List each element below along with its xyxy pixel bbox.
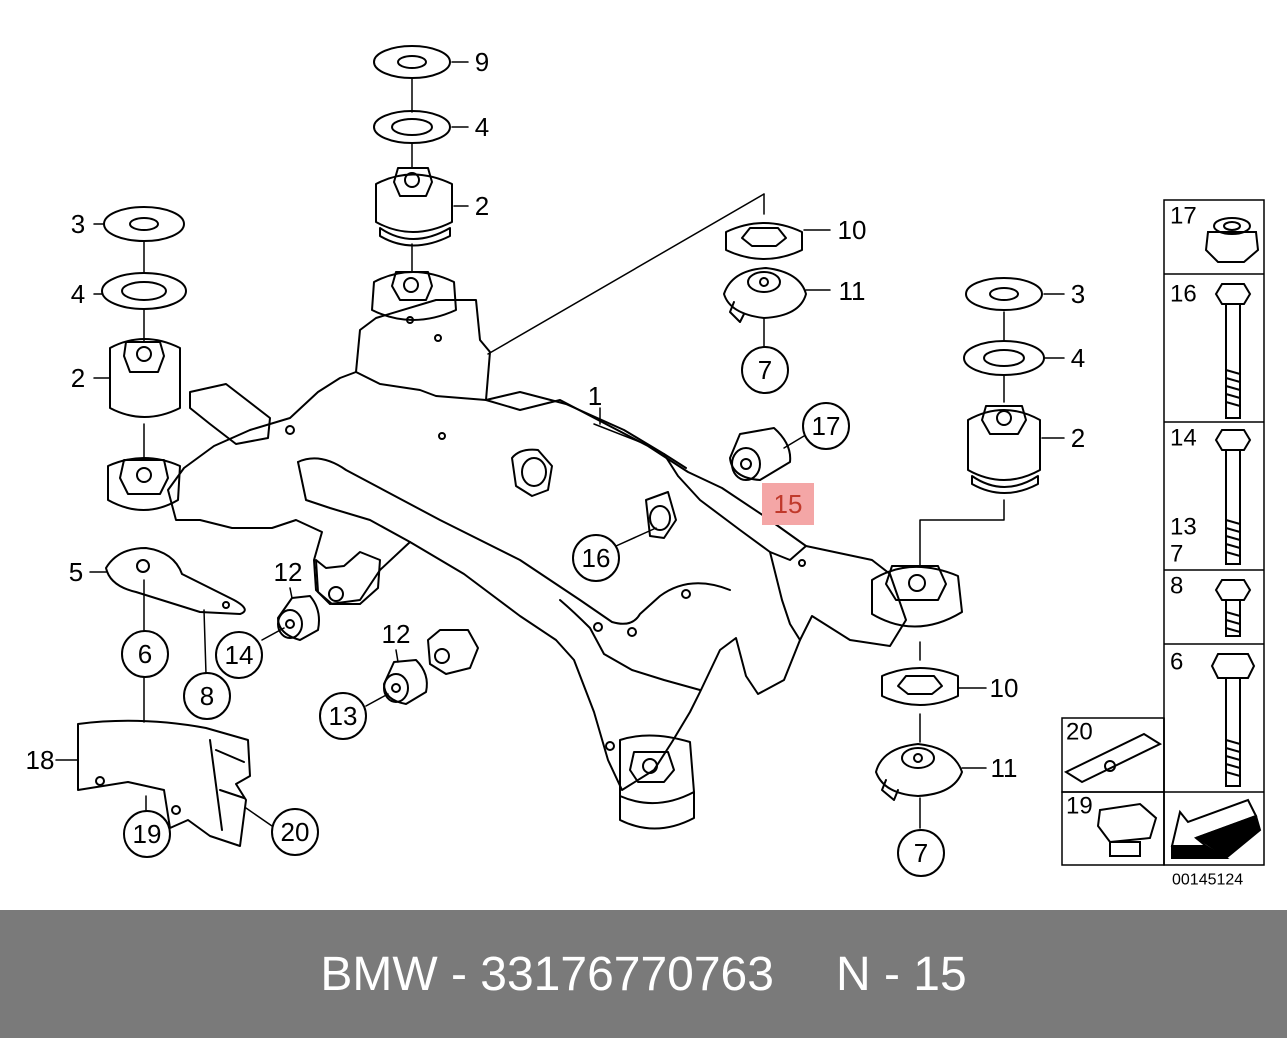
callout-17[interactable]: 17 [812,411,841,441]
washer-3-left [103,206,185,242]
stop-plate-11-bottom [875,743,963,801]
callout-6[interactable]: 6 [138,639,152,669]
subframe-mount-top [371,271,457,321]
callout-9[interactable]: 9 [475,47,489,77]
sidebar-label-20[interactable]: 20 [1066,719,1093,746]
bushing-14 [277,595,320,641]
callout-4[interactable]: 4 [1071,343,1085,373]
callout-5[interactable]: 5 [69,557,83,587]
callout-12[interactable]: 12 [274,557,303,587]
bushing-13 [383,659,428,705]
sidebar-label-7[interactable]: 7 [1170,541,1183,568]
callout-19[interactable]: 19 [133,819,162,849]
callout-4[interactable]: 4 [475,112,489,142]
subframe-mount-left [107,457,181,511]
mount-plate-10-top [725,222,803,260]
washer-3-right [965,277,1043,311]
rear-subframe-1 [167,299,963,830]
mount-plate-10-bottom [881,667,959,706]
arrow-icon [1170,798,1262,859]
callout-14[interactable]: 14 [225,640,254,670]
sidebar-part-drawings [1063,217,1262,859]
callout-10[interactable]: 10 [990,673,1019,703]
callout-labels: 9 4 2 3 4 2 5 6 8 18 19 20 12 14 12 13 1… [26,47,1086,868]
sidebar-labels: 17 16 14 13 7 8 6 20 19 [1066,203,1197,820]
callout-15[interactable]: 15 [774,489,803,519]
rubber-mount-2-left [109,338,181,418]
nut-17-icon [1204,217,1260,263]
parts-diagram: 9 4 2 3 4 2 5 6 8 18 19 20 12 14 12 13 1… [26,45,1265,889]
callout-2[interactable]: 2 [1071,423,1085,453]
callout-11[interactable]: 11 [991,753,1018,783]
bolt-6-icon [1210,653,1256,787]
callout-circles [121,346,945,877]
washer-4-right [963,340,1045,376]
sidebar-label-16[interactable]: 16 [1170,281,1197,308]
callout-16[interactable]: 16 [582,543,611,573]
footer-part-number: BMW - 33176770763 [320,947,774,1001]
callout-2[interactable]: 2 [475,191,489,221]
callout-1[interactable]: 1 [588,381,602,411]
leader-lines [55,61,1065,829]
sidebar-label-19[interactable]: 19 [1066,793,1093,820]
footer-position: N - 15 [835,947,967,1001]
washer-4-top [373,110,451,144]
bolt-14-13-icon [1214,429,1252,565]
fastener-sidebar [1061,199,1265,866]
clip-20-icon [1063,732,1163,784]
callout-20[interactable]: 20 [281,817,310,847]
sidebar-label-14[interactable]: 14 [1170,425,1197,452]
callout-18[interactable]: 18 [26,745,55,775]
callout-3[interactable]: 3 [71,209,85,239]
callout-11[interactable]: 11 [839,276,866,306]
rubber-mount-2-right [967,405,1041,494]
bushing-17 [729,427,792,481]
sidebar-label-6[interactable]: 6 [1170,649,1183,676]
washer-9-top [373,45,451,79]
bracket-5 [105,547,246,615]
callout-4[interactable]: 4 [71,279,85,309]
washer-4-left [101,272,187,310]
sidebar-label-8[interactable]: 8 [1170,573,1183,600]
stop-plate-11-top [723,267,807,323]
plug-19-icon [1096,802,1158,857]
callout-8[interactable]: 8 [200,681,214,711]
bolt-16-icon [1214,283,1252,419]
sidebar-label-17[interactable]: 17 [1170,203,1197,230]
sidebar-label-13[interactable]: 13 [1170,514,1197,541]
callout-2[interactable]: 2 [71,363,85,393]
callout-10[interactable]: 10 [838,215,867,245]
callout-12[interactable]: 12 [382,619,411,649]
diagram-code: 00145124 [1172,872,1243,889]
callout-7[interactable]: 7 [914,838,928,868]
callout-7[interactable]: 7 [758,355,772,385]
heat-shield-18 [77,719,251,847]
highlight-box-15 [762,483,814,525]
bolt-8-icon [1214,579,1252,637]
footer-bar: BMW - 33176770763 N - 15 [0,910,1287,1038]
rubber-mount-2-top [375,167,453,247]
callout-13[interactable]: 13 [329,701,358,731]
callout-3[interactable]: 3 [1071,279,1085,309]
